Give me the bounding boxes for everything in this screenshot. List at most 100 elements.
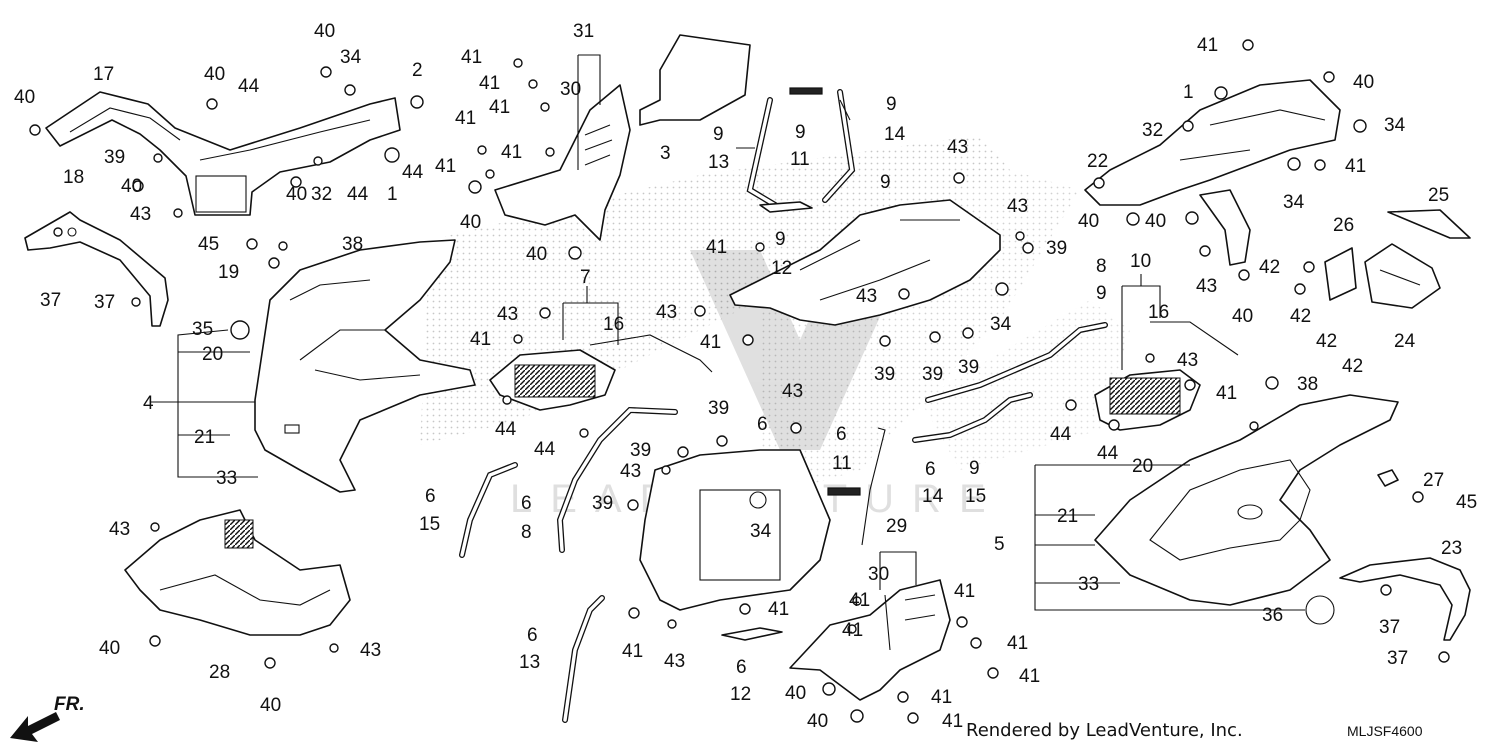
callout-41[interactable]: 41 — [455, 108, 476, 129]
callout-34[interactable]: 34 — [1283, 192, 1305, 213]
callout-18[interactable]: 18 — [63, 167, 84, 188]
callout-41[interactable]: 41 — [461, 47, 482, 68]
callout-39[interactable]: 39 — [922, 364, 943, 385]
callout-40[interactable]: 40 — [314, 21, 335, 42]
callout-39[interactable]: 39 — [104, 147, 125, 168]
callout-4[interactable]: 4 — [143, 393, 154, 414]
callout-37[interactable]: 37 — [40, 290, 61, 311]
callout-13[interactable]: 13 — [519, 652, 540, 673]
callout-26[interactable]: 26 — [1333, 215, 1354, 236]
callout-40[interactable]: 40 — [1145, 211, 1166, 232]
callout-43[interactable]: 43 — [664, 651, 685, 672]
callout-11[interactable]: 11 — [832, 453, 852, 474]
callout-44[interactable]: 44 — [402, 162, 424, 183]
callout-41[interactable]: 41 — [435, 156, 456, 177]
callout-41[interactable]: 41 — [1345, 156, 1366, 177]
callout-44[interactable]: 44 — [534, 439, 556, 460]
part-26-bracket[interactable] — [1324, 247, 1357, 301]
part-3-inner-panel[interactable] — [639, 34, 751, 126]
callout-41[interactable]: 41 — [768, 599, 789, 620]
callout-12[interactable]: 12 — [730, 684, 751, 705]
callout-44[interactable]: 44 — [495, 419, 517, 440]
callout-6[interactable]: 6 — [925, 459, 936, 480]
part-inner-center-box[interactable] — [639, 449, 831, 611]
callout-34[interactable]: 34 — [990, 314, 1012, 335]
callout-43[interactable]: 43 — [1196, 276, 1217, 297]
callout-2[interactable]: 2 — [412, 60, 423, 81]
callout-44[interactable]: 44 — [238, 76, 260, 97]
callout-37[interactable]: 37 — [1379, 617, 1400, 638]
callout-6[interactable]: 6 — [757, 414, 768, 435]
callout-43[interactable]: 43 — [1177, 350, 1198, 371]
callout-36[interactable]: 36 — [1262, 605, 1283, 626]
part-11-strip[interactable] — [827, 487, 861, 496]
part-27-bracket[interactable] — [1377, 469, 1399, 487]
callout-40[interactable]: 40 — [1078, 211, 1099, 232]
callout-43[interactable]: 43 — [947, 137, 968, 158]
callout-12[interactable]: 12 — [771, 258, 792, 279]
callout-41[interactable]: 41 — [470, 329, 491, 350]
callout-40[interactable]: 40 — [121, 176, 142, 197]
callout-1[interactable]: 1 — [387, 184, 398, 205]
callout-16[interactable]: 16 — [603, 314, 624, 335]
callout-41[interactable]: 41 — [842, 620, 863, 641]
part-24-panel[interactable] — [1364, 243, 1441, 309]
part-31-inner-upper-panel[interactable] — [494, 84, 631, 241]
callout-40[interactable]: 40 — [807, 711, 828, 732]
part-23-bracket[interactable] — [1339, 557, 1471, 641]
part-9-strip-upper[interactable] — [746, 87, 856, 213]
callout-23[interactable]: 23 — [1441, 538, 1462, 559]
part-9-15-strip-right[interactable] — [912, 392, 1033, 443]
callout-44[interactable]: 44 — [1097, 443, 1119, 464]
part-17-upper-cover-left[interactable] — [45, 91, 401, 216]
callout-41[interactable]: 41 — [706, 237, 727, 258]
callout-42[interactable]: 42 — [1259, 257, 1280, 278]
callout-43[interactable]: 43 — [656, 302, 677, 323]
callout-28[interactable]: 28 — [209, 662, 230, 683]
callout-5[interactable]: 5 — [994, 534, 1005, 555]
callout-39[interactable]: 39 — [874, 364, 895, 385]
callout-6[interactable]: 6 — [836, 424, 847, 445]
callout-19[interactable]: 19 — [218, 262, 239, 283]
callout-39[interactable]: 39 — [630, 440, 651, 461]
callout-43[interactable]: 43 — [109, 519, 130, 540]
callout-15[interactable]: 15 — [965, 486, 986, 507]
callout-43[interactable]: 43 — [856, 286, 877, 307]
callout-39[interactable]: 39 — [708, 398, 729, 419]
callout-40[interactable]: 40 — [260, 695, 281, 716]
callout-40[interactable]: 40 — [526, 244, 547, 265]
callout-7[interactable]: 7 — [580, 267, 591, 288]
callout-41[interactable]: 41 — [954, 581, 975, 602]
callout-40[interactable]: 40 — [785, 683, 806, 704]
callout-41[interactable]: 41 — [849, 590, 870, 611]
callout-35[interactable]: 35 — [192, 319, 213, 340]
part-28-lower-cover[interactable] — [124, 509, 351, 636]
callout-38[interactable]: 38 — [1297, 374, 1318, 395]
part-9-inner-frame[interactable] — [729, 199, 1001, 326]
callout-41[interactable]: 41 — [1197, 35, 1218, 56]
callout-44[interactable]: 44 — [347, 184, 369, 205]
callout-41[interactable]: 41 — [1007, 633, 1028, 654]
callout-41[interactable]: 41 — [1019, 666, 1040, 687]
callout-42[interactable]: 42 — [1290, 306, 1311, 327]
callout-45[interactable]: 45 — [198, 234, 219, 255]
callout-38[interactable]: 38 — [342, 234, 363, 255]
callout-39[interactable]: 39 — [1046, 238, 1067, 259]
callout-40[interactable]: 40 — [1232, 306, 1253, 327]
callout-43[interactable]: 43 — [497, 304, 518, 325]
callout-41[interactable]: 41 — [489, 97, 510, 118]
callout-40[interactable]: 40 — [204, 64, 225, 85]
callout-9[interactable]: 9 — [795, 122, 806, 143]
callout-9[interactable]: 9 — [713, 124, 724, 145]
callout-39[interactable]: 39 — [958, 357, 979, 378]
callout-9[interactable]: 9 — [1096, 283, 1107, 304]
callout-33[interactable]: 33 — [216, 468, 237, 489]
callout-41[interactable]: 41 — [1216, 383, 1237, 404]
part-6-12-strip[interactable] — [721, 627, 783, 641]
callout-41[interactable]: 41 — [479, 73, 500, 94]
callout-6[interactable]: 6 — [521, 493, 532, 514]
callout-31[interactable]: 31 — [573, 21, 594, 42]
callout-40[interactable]: 40 — [99, 638, 120, 659]
part-10-grille-right[interactable] — [1094, 369, 1201, 431]
callout-27[interactable]: 27 — [1423, 470, 1444, 491]
